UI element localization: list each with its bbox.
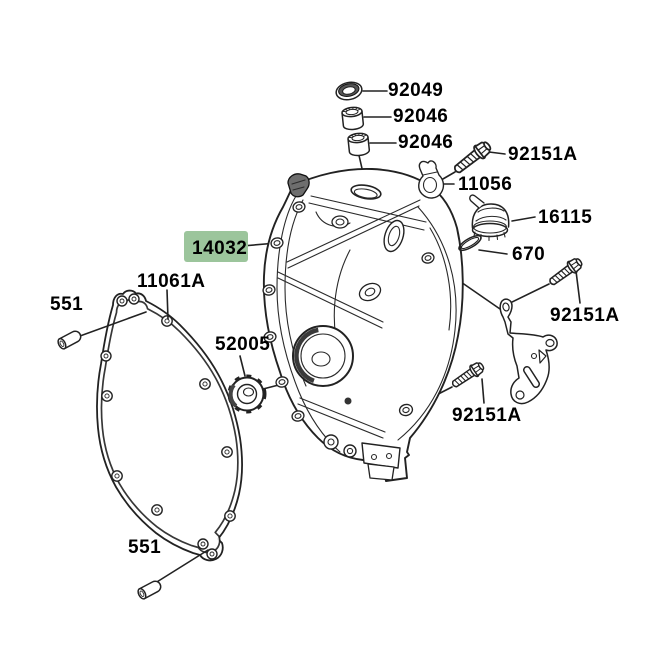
part-label-551-upper[interactable]: 551 <box>50 294 83 315</box>
bolt-lower-drawing <box>448 359 487 392</box>
cover-top-plug <box>287 173 310 198</box>
part-label-92151a-low[interactable]: 92151A <box>452 405 522 426</box>
part-label-551-lower[interactable]: 551 <box>128 537 161 558</box>
oil-level-gauge-drawing <box>227 374 267 414</box>
bolt-right-drawing <box>545 254 586 290</box>
part-label-16115[interactable]: 16115 <box>538 207 592 228</box>
part-labels: 92049 92046 92046 92151A 11056 16115 670… <box>50 80 620 558</box>
highlight-box <box>184 231 248 262</box>
bushing-upper-drawing <box>340 105 365 132</box>
gasket-drawing <box>96 289 244 562</box>
part-label-14032-selected[interactable]: 14032 <box>192 238 247 259</box>
part-label-92151a-mid[interactable]: 92151A <box>550 305 620 326</box>
part-label-92046-a[interactable]: 92046 <box>393 106 448 127</box>
part-label-92046-b[interactable]: 92046 <box>398 132 453 153</box>
bracket-drawing <box>499 298 558 405</box>
part-label-11056[interactable]: 11056 <box>458 174 512 195</box>
dowel-pin-lower-drawing <box>135 578 164 601</box>
seal-drawing <box>335 81 363 101</box>
bolt-top-drawing <box>450 137 495 178</box>
dowel-pin-upper-drawing <box>55 328 84 351</box>
cover-bolt-bosses <box>262 201 435 422</box>
clutch-cover-drawing <box>262 167 464 482</box>
bushing-lower-drawing <box>346 131 371 158</box>
part-label-92049[interactable]: 92049 <box>388 80 443 101</box>
gasket-bolt-holes <box>100 293 236 560</box>
small-bolt-detail <box>344 397 352 405</box>
part-label-92151a-top[interactable]: 92151A <box>508 144 578 165</box>
clamp-drawing <box>418 160 445 199</box>
part-label-11061a[interactable]: 11061A <box>137 271 206 292</box>
part-label-52005[interactable]: 52005 <box>215 334 270 355</box>
oil-filler-cap-drawing <box>469 194 510 242</box>
part-label-670[interactable]: 670 <box>512 244 545 265</box>
